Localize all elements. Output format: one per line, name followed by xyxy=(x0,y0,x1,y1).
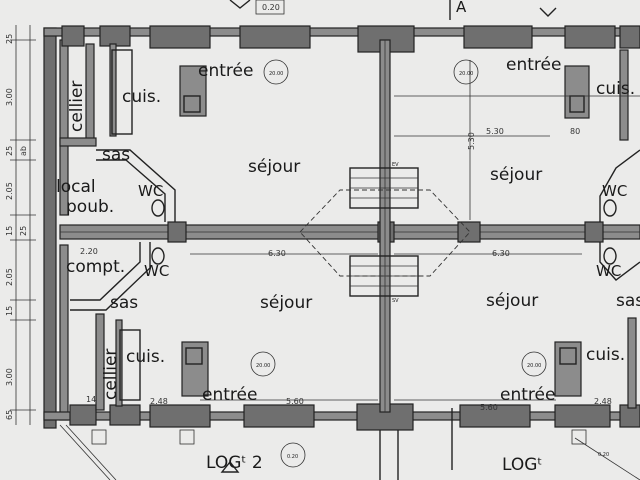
vdim-205-top: 2.05 xyxy=(5,182,14,200)
room-wc-br: WC xyxy=(596,262,621,280)
central-vertical-wall xyxy=(379,39,391,413)
level-mark-2: 20.00 xyxy=(459,71,473,77)
logement-label-right: LOGᵗ xyxy=(502,455,542,475)
wall-left-outer xyxy=(43,27,57,429)
section-marks xyxy=(229,0,557,480)
vdim-300-bottom: 3.00 xyxy=(5,368,14,386)
room-entree-tl: entrée xyxy=(198,61,253,81)
central-shaft-symbols xyxy=(299,167,471,297)
room-cuis-tl: cuis. xyxy=(122,87,161,107)
room-cuis-br: cuis. xyxy=(586,345,625,365)
vdim-205-bottom: 2.05 xyxy=(5,268,14,286)
room-cellier-bottom: cellier xyxy=(101,349,121,400)
room-local-line2: poub. xyxy=(66,197,114,217)
vdim-65: 65 xyxy=(5,410,14,420)
dim-630-right: 6.30 xyxy=(492,249,510,258)
room-sejour-tl: séjour xyxy=(248,157,300,177)
level-mark-6: 0.20 xyxy=(598,452,609,458)
room-cellier-top: cellier xyxy=(67,81,87,132)
bottom-left-partitions xyxy=(70,242,209,411)
room-wc-tl: WC xyxy=(138,182,163,200)
logement-label-left: LOGᵗ 2 xyxy=(206,453,263,473)
dim-020: 0.20 xyxy=(262,3,280,12)
room-sas-top: sas xyxy=(102,145,130,165)
top-wall xyxy=(43,25,640,53)
ev-mark: EV xyxy=(392,162,399,168)
room-cuis-bl: cuis. xyxy=(126,347,165,367)
vdim-25a: 25 xyxy=(5,34,14,44)
room-entree-bl: entrée xyxy=(202,385,257,405)
dim-560-right: 5.60 xyxy=(480,403,498,412)
room-sejour-br: séjour xyxy=(486,291,538,311)
vdim-25c: 25 xyxy=(19,226,28,236)
room-entree-br: entrée xyxy=(500,385,555,405)
room-sas-bottom: sas xyxy=(110,293,138,313)
level-mark-4: 20.00 xyxy=(527,363,541,369)
room-compt: compt. xyxy=(66,257,125,277)
wc-fixtures xyxy=(151,199,617,265)
room-cuis-tr: cuis. xyxy=(596,79,635,99)
sv-mark: SV xyxy=(392,298,399,304)
room-sejour-tr: séjour xyxy=(490,165,542,185)
room-local-line1: local xyxy=(56,177,96,197)
top-left-partitions xyxy=(59,43,207,222)
bottom-wall xyxy=(43,403,640,431)
level-mark-1: 20.00 xyxy=(269,71,283,77)
left-dimension-chain xyxy=(10,25,36,425)
level-mark-3: 20.00 xyxy=(256,363,270,369)
central-horizontal-wall xyxy=(59,221,640,243)
inner-dimension-lines xyxy=(190,60,640,401)
section-mark-a: A xyxy=(456,0,467,16)
vdim-15a: 15 xyxy=(5,226,14,236)
dim-248-right: 2.48 xyxy=(594,397,612,406)
vdim-300-top: 3.00 xyxy=(5,88,14,106)
level-circles xyxy=(250,0,547,468)
right-partitions xyxy=(554,49,640,409)
dim-530: 5.30 xyxy=(486,127,504,136)
dim-14: 14 xyxy=(86,395,96,404)
exterior-ramps xyxy=(59,424,640,480)
dim-530-vertical: 5.30 xyxy=(467,132,476,150)
dim-630-left: 6.30 xyxy=(268,249,286,258)
vdim-15b: 15 xyxy=(5,306,14,316)
vdim-ab: ab xyxy=(19,146,28,156)
vdim-25b: 25 xyxy=(5,146,14,156)
dim-80: 80 xyxy=(570,127,580,136)
dim-220: 2.20 xyxy=(80,247,98,256)
level-mark-5: 0.20 xyxy=(287,454,298,460)
dim-560-left: 5.60 xyxy=(286,397,304,406)
room-sejour-bl: séjour xyxy=(260,293,312,313)
room-wc-bl: WC xyxy=(144,262,169,280)
dim-248-left: 2.48 xyxy=(150,397,168,406)
room-entree-tr: entrée xyxy=(506,55,561,75)
room-sas-right: sas xyxy=(616,291,640,311)
room-wc-tr: WC xyxy=(602,182,627,200)
